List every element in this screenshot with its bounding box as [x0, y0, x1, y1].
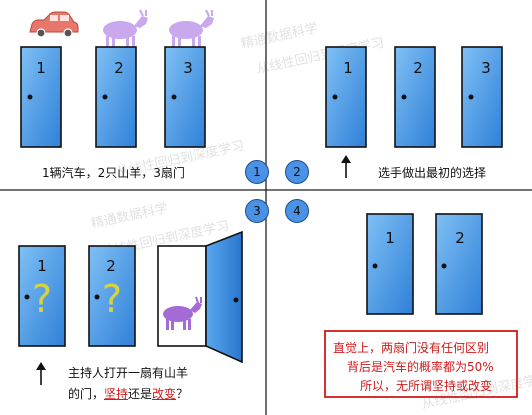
door-1: 1: [366, 213, 414, 315]
conclusion-line-2: 背后是汽车的概率都为50%: [347, 360, 494, 374]
door-number: 2: [455, 229, 465, 247]
door-1: 1 ?: [18, 245, 66, 347]
question-mark: ?: [102, 277, 122, 321]
door-3: 3: [164, 46, 206, 148]
conclusion-line-1: 直觉上，两扇门没有任何区别: [333, 341, 490, 355]
caption-panel-3-line-2: 的门，坚持还是改变？: [68, 385, 188, 402]
caption-panel-3-line-1: 主持人打开一扇有山羊: [68, 366, 189, 380]
goat-icon: [103, 9, 148, 48]
door-number: 2: [114, 59, 124, 77]
caption-text: 的门，: [68, 387, 105, 401]
caption-text: ？: [176, 387, 189, 401]
door-2: 2: [394, 46, 436, 148]
caption-panel-2: 选手做出最初的选择: [378, 166, 487, 180]
keep-text: 坚持: [104, 387, 129, 401]
door-3: 3: [461, 46, 503, 148]
up-arrow-icon: [341, 155, 351, 178]
door-number: 1: [343, 59, 353, 77]
door-number: 1: [385, 229, 395, 247]
door-number: 2: [413, 59, 423, 77]
door-number: 1: [36, 59, 46, 77]
step-badge-4: 4: [285, 199, 309, 223]
goat-icon: [163, 296, 202, 330]
door-2: 2: [435, 213, 483, 315]
door-1: 1: [325, 46, 367, 148]
up-arrow-icon: [36, 362, 46, 385]
car-icon: [29, 11, 79, 38]
door-1: 1: [20, 46, 62, 148]
conclusion-box: [324, 330, 518, 398]
step-badge-3: 3: [245, 199, 269, 223]
door-number: 3: [183, 59, 193, 77]
caption-text: 还是: [128, 387, 153, 401]
opened-door-3: [157, 230, 243, 364]
conclusion-line-3: 所以，无所谓坚持或改变: [360, 379, 493, 393]
switch-text: 改变: [152, 387, 177, 401]
step-badge-2: 2: [285, 160, 309, 184]
question-mark: ?: [32, 277, 52, 321]
door-2: 2: [95, 46, 137, 148]
goat-icon: [169, 9, 214, 48]
caption-panel-1: 1辆汽车，2只山羊，3扇门: [42, 166, 185, 180]
step-badge-1: 1: [245, 160, 269, 184]
door-number: 1: [37, 257, 47, 275]
door-number: 2: [106, 257, 116, 275]
door-number: 3: [481, 59, 491, 77]
door-2: 2 ?: [88, 245, 136, 347]
